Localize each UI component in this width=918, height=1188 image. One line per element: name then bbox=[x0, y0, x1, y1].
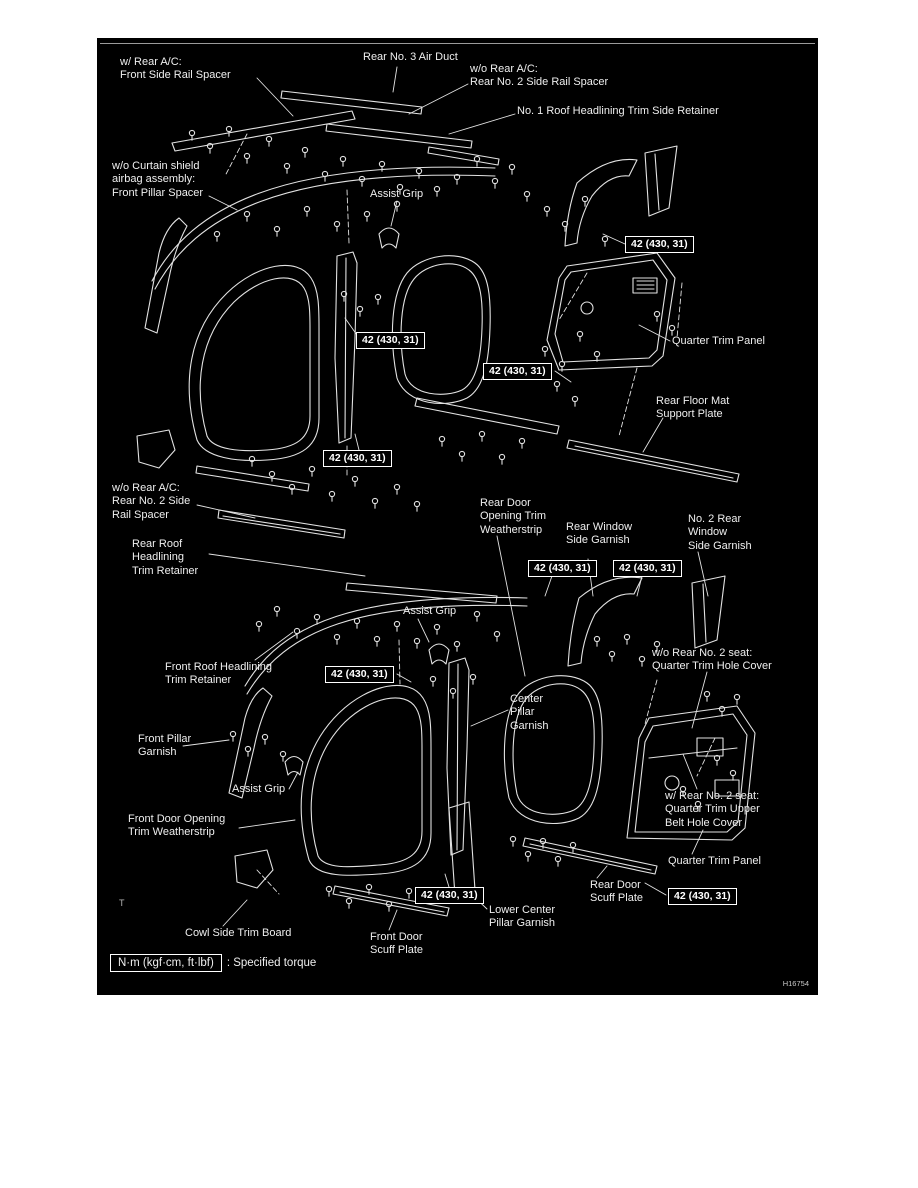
label-rear-door-scuff-plate: Rear Door Scuff Plate bbox=[590, 879, 643, 905]
figure-code: H16754 bbox=[782, 979, 809, 988]
torque-callout: 42 (430, 31) bbox=[323, 450, 392, 467]
label-rear-floor-mat-support-plate: Rear Floor Mat Support Plate bbox=[656, 395, 730, 421]
lower-cowl-side-trim bbox=[234, 849, 274, 889]
upper-assist-grip bbox=[378, 227, 400, 249]
upper-front-pillar-garnish bbox=[144, 217, 188, 334]
lower-roof-rails bbox=[244, 582, 528, 695]
torque-callout: 42 (430, 31) bbox=[415, 887, 484, 904]
upper-roof-rails bbox=[151, 90, 500, 290]
lower-no2-rear-window-garnish bbox=[691, 575, 726, 649]
label-rear-window-side-garnish: Rear Window Side Garnish bbox=[566, 521, 633, 547]
lower-front-door-weatherstrip bbox=[300, 684, 432, 876]
upper-rear-door-weatherstrip bbox=[391, 255, 491, 404]
torque-callout: 42 (430, 31) bbox=[356, 332, 425, 349]
label-front-side-rail-spacer: w/ Rear A/C: Front Side Rail Spacer bbox=[120, 56, 231, 82]
label-front-door-opening-trim-weatherstrip: Front Door Opening Trim Weatherstrip bbox=[128, 813, 226, 839]
label-cowl-side-trim-board: Cowl Side Trim Board bbox=[185, 927, 292, 939]
label-lower-center-pillar-garnish: Lower Center Pillar Garnish bbox=[489, 904, 556, 930]
label-assist-grip-bottom: Assist Grip bbox=[232, 783, 286, 795]
upper-no2-rear-window-garnish bbox=[644, 145, 678, 217]
top-rule bbox=[100, 43, 815, 44]
label-front-pillar-spacer: w/o Curtain shield airbag assembly: Fron… bbox=[112, 160, 204, 199]
lower-rear-window-side-garnish bbox=[567, 576, 643, 667]
lower-quarter-trim-panel bbox=[626, 705, 756, 841]
alignment-lines bbox=[224, 133, 716, 895]
label-front-roof-headlining-trim-retainer: Front Roof Headlining Trim Retainer bbox=[165, 661, 273, 687]
lower-assist-grips bbox=[284, 643, 450, 776]
lower-front-pillar-garnish bbox=[228, 687, 273, 799]
label-assist-grip-mid: Assist Grip bbox=[403, 605, 457, 617]
torque-callout: 42 (430, 31) bbox=[483, 363, 552, 380]
torque-legend: N·m (kgf·cm, ft·lbf) : Specified torque bbox=[110, 954, 316, 972]
upper-center-pillar-garnish bbox=[334, 251, 358, 444]
label-no2-rear-window-side-garnish: No. 2 Rear Window Side Garnish bbox=[688, 513, 752, 552]
label-front-pillar-garnish: Front Pillar Garnish bbox=[138, 733, 192, 759]
label-rear-no3-air-duct: Rear No. 3 Air Duct bbox=[363, 51, 458, 63]
label-no1-roof-headlining-trim-side-retainer: No. 1 Roof Headlining Trim Side Retainer bbox=[517, 105, 719, 117]
upper-rear-floor-mat-support-plate bbox=[566, 439, 740, 483]
upper-cowl-side-trim bbox=[136, 429, 176, 469]
upper-front-door-weatherstrip bbox=[188, 264, 320, 461]
upper-quarter-trim-panel bbox=[546, 252, 676, 371]
lower-center-pillar-garnish-art bbox=[446, 657, 476, 897]
label-rear-no2-side-rail-spacer-top: w/o Rear A/C: Rear No. 2 Side Rail Space… bbox=[470, 63, 609, 89]
label-rear-no2-side-rail-spacer-mid: w/o Rear A/C: Rear No. 2 Side Rail Space… bbox=[112, 482, 191, 521]
exploded-view-diagram: w/ Rear A/C: Front Side Rail Spacer Rear… bbox=[97, 38, 818, 995]
lower-rear-door-weatherstrip bbox=[503, 675, 603, 824]
torque-callout: 42 (430, 31) bbox=[325, 666, 394, 683]
label-rear-door-opening-trim-weatherstrip: Rear Door Opening Trim Weatherstrip bbox=[480, 497, 547, 536]
label-quarter-trim-panel-top: Quarter Trim Panel bbox=[672, 335, 765, 347]
torque-callout: 42 (430, 31) bbox=[528, 560, 597, 577]
lower-scuff-plates bbox=[332, 837, 658, 917]
upper-rear-window-side-garnish bbox=[564, 158, 638, 247]
torque-callout: 42 (430, 31) bbox=[668, 888, 737, 905]
torque-callout: 42 (430, 31) bbox=[625, 236, 694, 253]
torque-callout: 42 (430, 31) bbox=[613, 560, 682, 577]
exploded-view-art bbox=[136, 66, 756, 931]
label-rear-roof-headlining-trim-retainer: Rear Roof Headlining Trim Retainer bbox=[132, 538, 199, 577]
upper-fasteners bbox=[188, 125, 676, 512]
torque-legend-unit: N·m (kgf·cm, ft·lbf) bbox=[110, 954, 222, 972]
label-front-door-scuff-plate: Front Door Scuff Plate bbox=[370, 931, 423, 957]
label-quarter-trim-upper-belt-hole-cover: w/ Rear No. 2 seat: Quarter Trim Upper B… bbox=[665, 790, 760, 829]
label-quarter-trim-panel-bottom: Quarter Trim Panel bbox=[668, 855, 761, 867]
label-quarter-trim-hole-cover: w/o Rear No. 2 seat: Quarter Trim Hole C… bbox=[652, 647, 772, 673]
corner-mark: T bbox=[119, 898, 125, 908]
leader-lines bbox=[182, 66, 709, 931]
torque-legend-desc: : Specified torque bbox=[226, 957, 317, 969]
label-assist-grip-top: Assist Grip bbox=[370, 188, 424, 200]
label-center-pillar-garnish: Center Pillar Garnish bbox=[510, 693, 549, 732]
